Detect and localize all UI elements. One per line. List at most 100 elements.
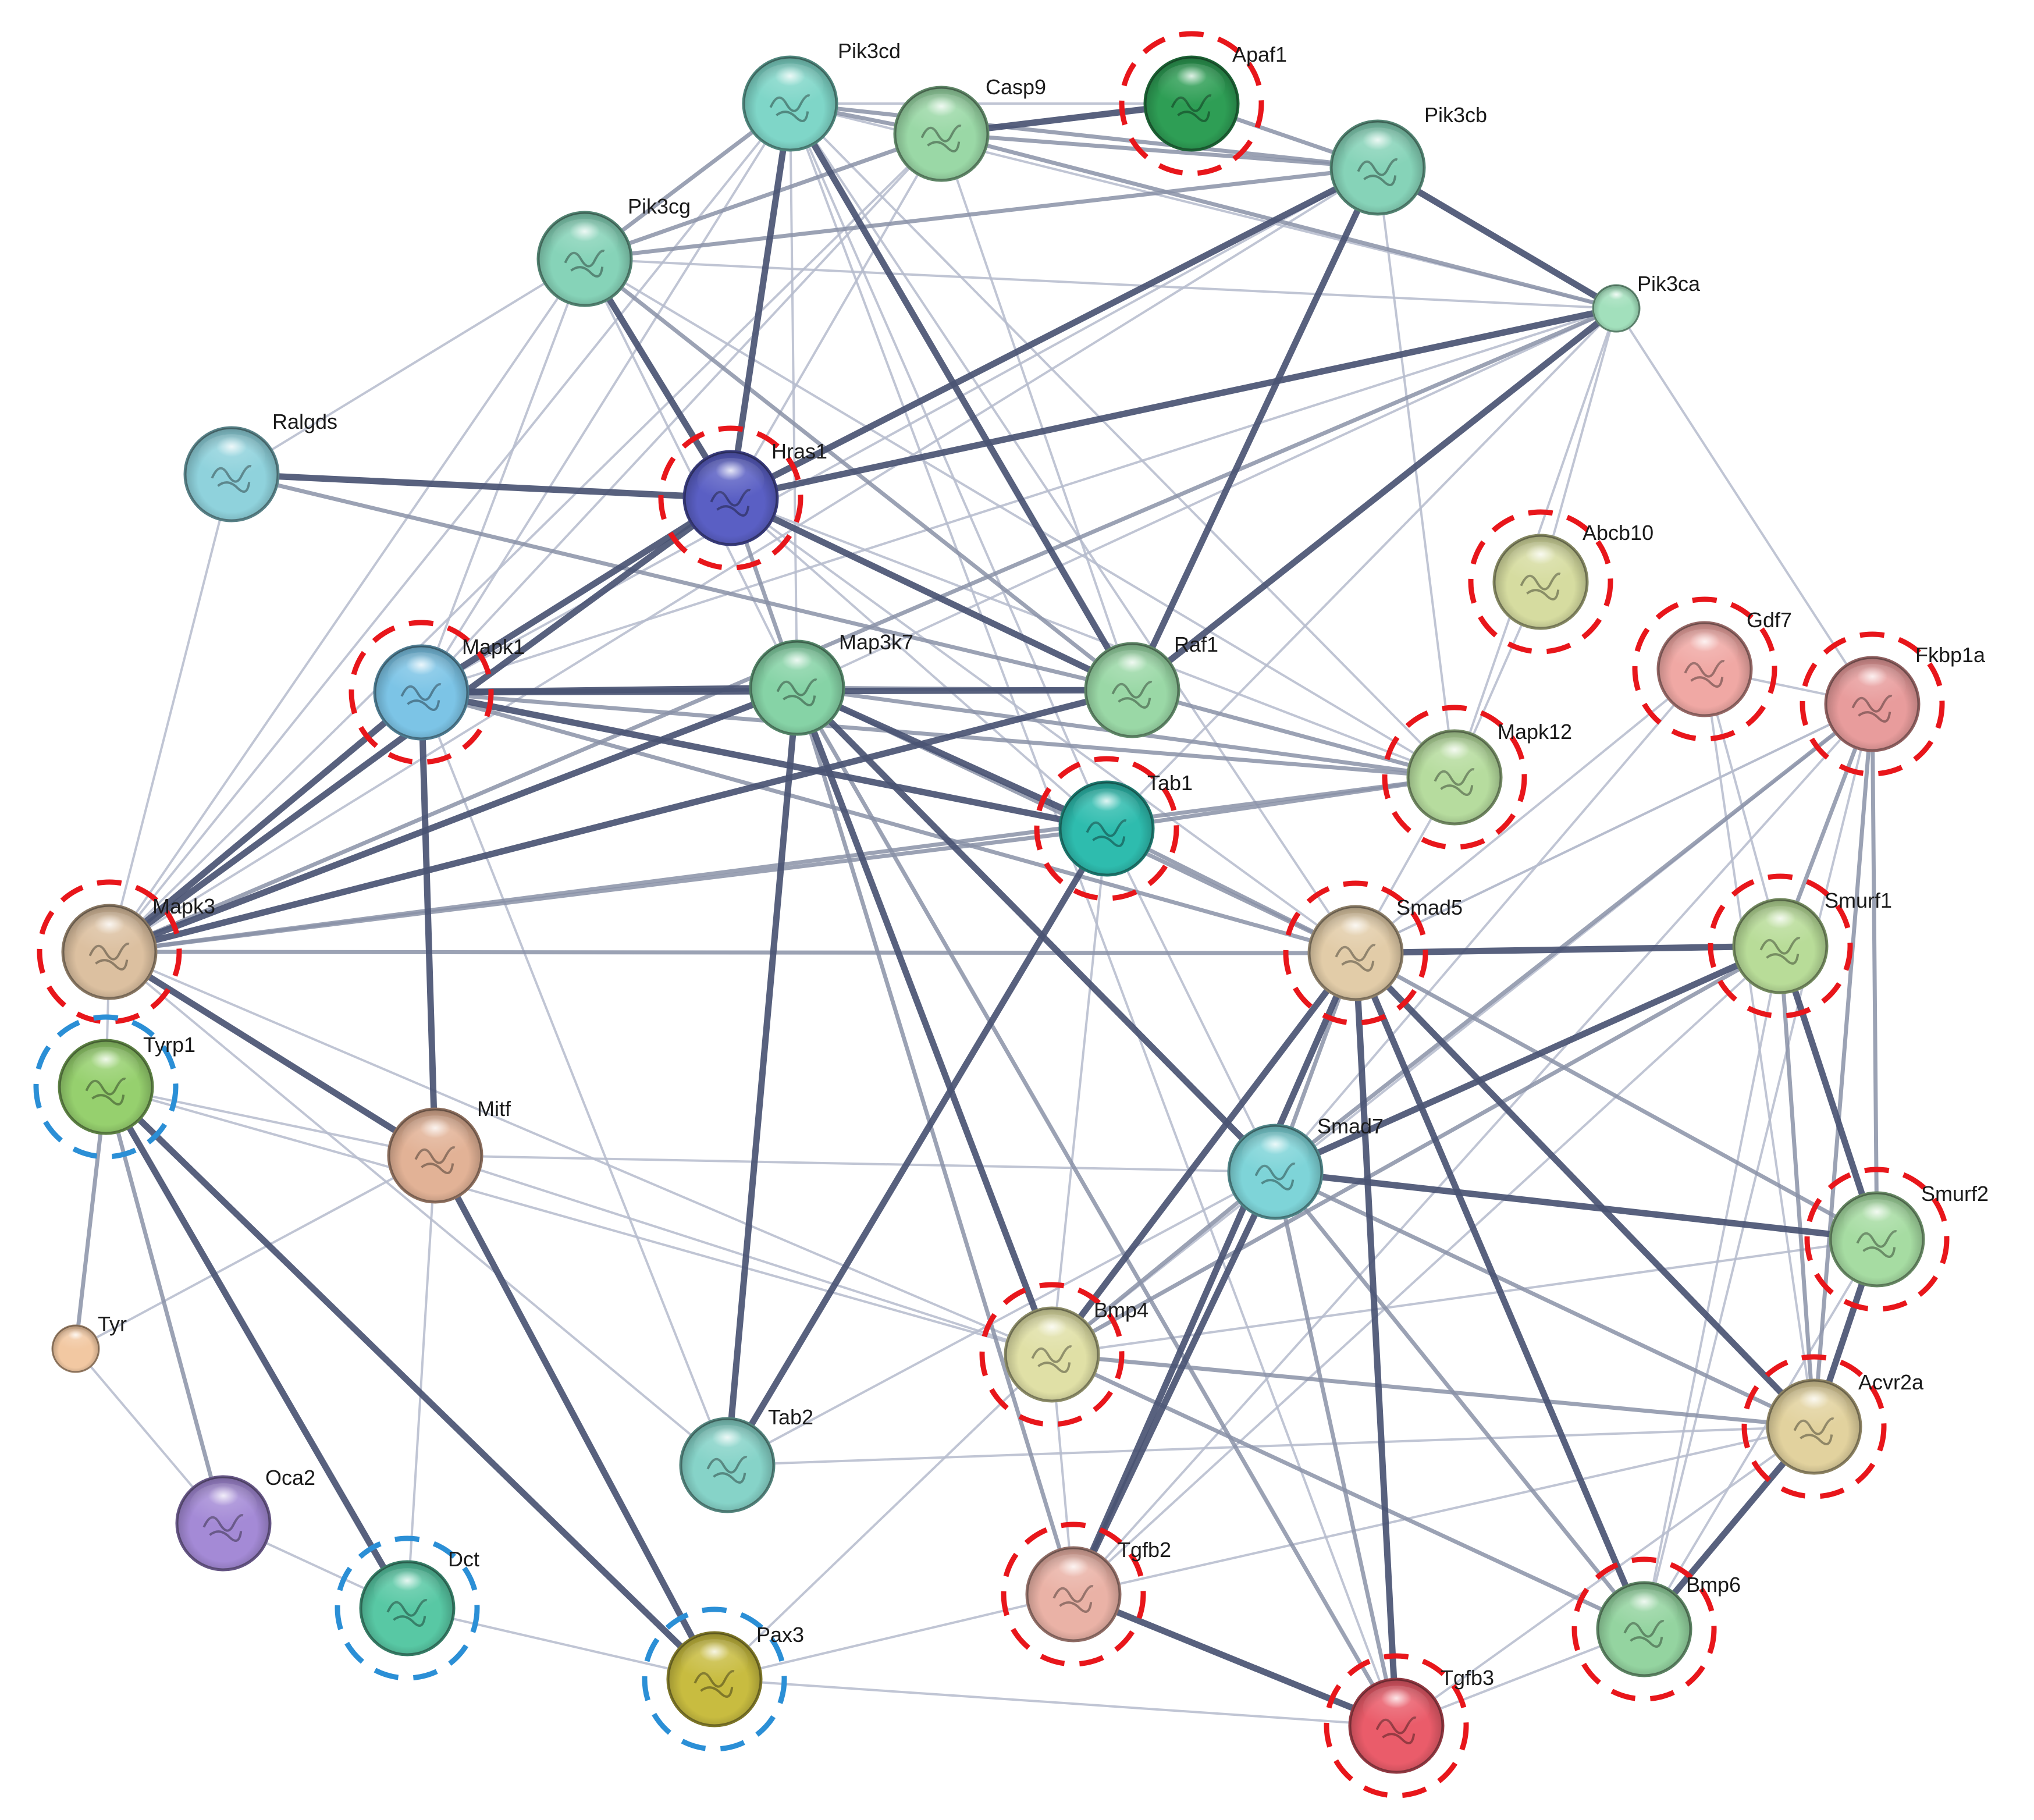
node-tab2[interactable]: Tab2 xyxy=(679,1405,813,1513)
highlight-ring-red xyxy=(1324,1653,1469,1798)
edge-smurf2-fkbp1a xyxy=(1870,702,1879,1242)
node-label-mapk1: Mapk1 xyxy=(462,635,525,659)
node-oca2[interactable]: Oca2 xyxy=(175,1466,315,1572)
edge-bmp4-pax3 xyxy=(713,1353,1053,1680)
node-fkbp1a[interactable]: Fkbp1a xyxy=(1800,631,1986,777)
node-gloss xyxy=(198,434,265,479)
node-casp9[interactable]: Casp9 xyxy=(893,75,1046,182)
node-tyr[interactable]: Tyr xyxy=(51,1312,127,1373)
node-gloss xyxy=(1018,1314,1086,1360)
edge-mapk1-tab2 xyxy=(420,691,728,1466)
node-apaf1[interactable]: Apaf1 xyxy=(1119,31,1287,176)
node-abcb10[interactable]: Abcb10 xyxy=(1468,509,1653,655)
node-map3k7[interactable]: Map3k7 xyxy=(749,630,913,736)
node-label-tab1: Tab1 xyxy=(1147,771,1193,795)
node-gloss xyxy=(763,648,831,692)
node-label-dct: Dct xyxy=(448,1547,479,1571)
highlight-ring-red xyxy=(37,879,182,1025)
edge-pik3cg-pik3ca xyxy=(584,258,1617,310)
node-gloss xyxy=(401,1115,469,1160)
edge-map3k7-tab2 xyxy=(724,684,801,1469)
node-gloss xyxy=(1780,1387,1848,1432)
node-label-hras1: Hras1 xyxy=(771,439,827,463)
node-smad7[interactable]: Smad7 xyxy=(1227,1114,1384,1220)
node-bmp6[interactable]: Bmp6 xyxy=(1571,1556,1741,1702)
node-pik3cg[interactable]: Pik3cg xyxy=(536,194,691,307)
edge-smurf1-tgfb2 xyxy=(1072,945,1781,1595)
highlight-ring-red xyxy=(1283,880,1428,1026)
node-gloss xyxy=(756,63,824,108)
node-gloss xyxy=(1242,1132,1309,1176)
edge-raf1-mapk12 xyxy=(1130,688,1457,780)
highlight-ring-blue xyxy=(33,1014,179,1160)
node-label-mitf: Mitf xyxy=(477,1097,511,1121)
edge-acvr2a-tab2 xyxy=(726,1426,1815,1466)
edge-pik3cd-mapk12 xyxy=(789,102,1456,779)
node-pik3cb[interactable]: Pik3cb xyxy=(1329,103,1487,216)
node-tgfb3[interactable]: Tgfb3 xyxy=(1324,1653,1494,1798)
node-hras1[interactable]: Hras1 xyxy=(658,425,827,571)
edge-smad5-smurf2 xyxy=(1353,951,1879,1242)
node-ralgds[interactable]: Ralgds xyxy=(183,410,337,522)
node-mapk12[interactable]: Mapk12 xyxy=(1382,705,1572,850)
node-label-casp9: Casp9 xyxy=(986,75,1046,99)
node-gdf7[interactable]: Gdf7 xyxy=(1632,596,1792,742)
node-tgfb2[interactable]: Tgfb2 xyxy=(1001,1522,1171,1667)
node-gloss xyxy=(908,94,975,139)
node-pax3[interactable]: Pax3 xyxy=(642,1606,804,1752)
node-smurf1[interactable]: Smurf1 xyxy=(1708,873,1892,1019)
node-bmp4[interactable]: Bmp4 xyxy=(979,1282,1148,1427)
edge-mapk3-mitf xyxy=(106,948,439,1159)
edge-hras1-raf1 xyxy=(727,495,1136,694)
highlight-ring-red xyxy=(1382,705,1527,850)
highlight-ring-red xyxy=(1119,31,1264,176)
edge-map3k7-bmp4 xyxy=(794,684,1055,1358)
node-gloss xyxy=(387,652,455,697)
node-raf1[interactable]: Raf1 xyxy=(1084,632,1218,738)
edge-pik3cg-ralgds xyxy=(230,258,586,475)
edge-pik3cb-mapk3 xyxy=(108,166,1379,953)
edge-mapk3-smad5 xyxy=(107,950,1358,955)
node-label-smad7: Smad7 xyxy=(1317,1114,1384,1138)
edge-pik3cb-pik3cg xyxy=(582,165,1380,261)
node-gloss xyxy=(1610,1589,1678,1634)
edge-smad7-acvr2a xyxy=(1273,1170,1816,1429)
edge-smad5-smurf1 xyxy=(1352,943,1784,957)
edge-ralgds-mapk3 xyxy=(108,473,233,953)
edge-pik3cb-hras1 xyxy=(727,164,1381,502)
highlight-ring-blue xyxy=(335,1535,480,1681)
edge-smad5-tgfb2 xyxy=(1070,950,1359,1598)
node-pik3ca[interactable]: Pik3ca xyxy=(1592,272,1701,333)
node-mapk3[interactable]: Mapk3 xyxy=(37,879,215,1025)
edge-smad7-bmp4 xyxy=(1050,1170,1278,1357)
node-label-tyr: Tyr xyxy=(98,1312,127,1336)
edge-tab1-mapk3 xyxy=(107,826,1109,954)
edge-smad5-gdf7 xyxy=(1354,668,1706,954)
node-gloss xyxy=(1421,737,1488,782)
edge-pik3cb-raf1 xyxy=(1129,164,1381,694)
node-gloss xyxy=(681,1639,748,1684)
node-label-tab2: Tab2 xyxy=(768,1405,813,1429)
node-mitf[interactable]: Mitf xyxy=(387,1097,511,1204)
highlight-ring-red xyxy=(658,425,803,571)
edge-hras1-tab1 xyxy=(730,497,1108,830)
edge-pik3cb-mapk12 xyxy=(1377,166,1456,779)
node-pik3cd[interactable]: Pik3cd xyxy=(742,39,901,152)
node-smurf2[interactable]: Smurf2 xyxy=(1804,1167,1989,1312)
node-tab1[interactable]: Tab1 xyxy=(1034,756,1193,901)
node-label-oca2: Oca2 xyxy=(265,1466,315,1490)
edge-map3k7-tgfb2 xyxy=(795,685,1076,1597)
node-label-raf1: Raf1 xyxy=(1174,632,1218,656)
highlight-ring-red xyxy=(1468,509,1613,655)
highlight-ring-red xyxy=(1804,1167,1950,1312)
edge-mapk1-smad5 xyxy=(419,690,1358,955)
node-tyrp1[interactable]: Tyrp1 xyxy=(33,1014,195,1160)
edge-pik3cd-hras1 xyxy=(727,100,794,502)
edge-map3k7-tab1 xyxy=(794,684,1110,832)
node-acvr2a[interactable]: Acvr2a xyxy=(1741,1354,1924,1499)
node-smad5[interactable]: Smad5 xyxy=(1283,880,1463,1026)
node-dct[interactable]: Dct xyxy=(335,1535,480,1681)
node-mapk1[interactable]: Mapk1 xyxy=(349,620,525,765)
edge-pik3ca-hras1 xyxy=(727,305,1620,502)
highlight-ring-red xyxy=(1632,596,1777,742)
